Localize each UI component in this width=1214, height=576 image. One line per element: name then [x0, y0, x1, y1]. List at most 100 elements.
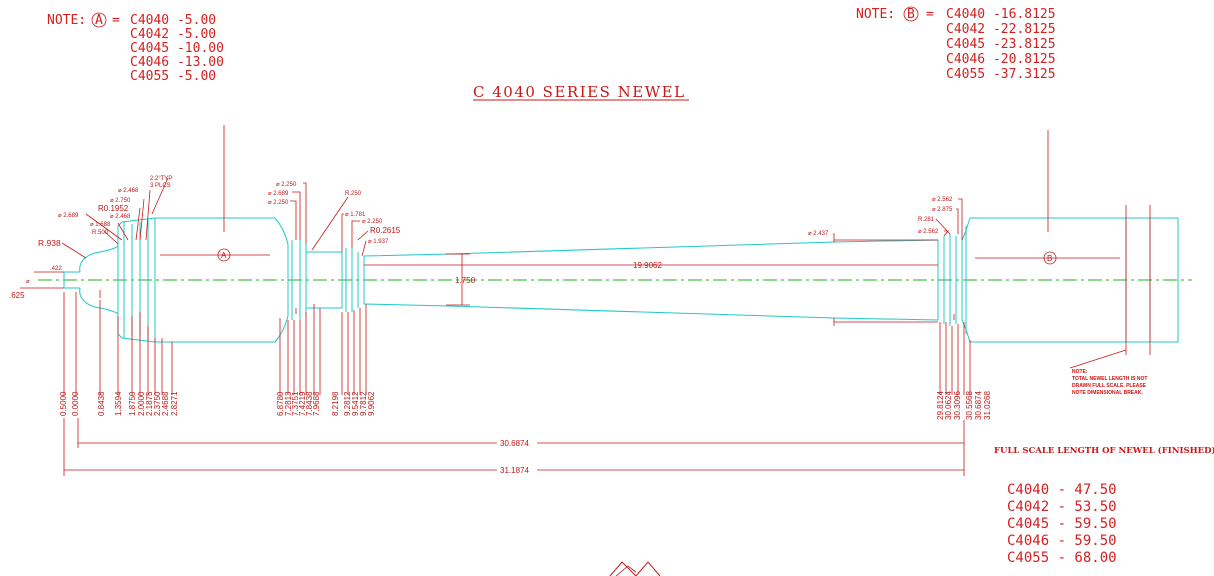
drawing-title: C 4040 SERIES NEWEL	[473, 83, 686, 101]
station-6-8780: 6.8780	[276, 391, 285, 416]
station-7-3751: 7.3751	[291, 391, 300, 416]
full-scale-line-4: C4046 - 59.50	[1007, 533, 1117, 549]
callout-r938-leader	[61, 242, 87, 259]
ball-top	[79, 221, 123, 273]
newel-profile	[63, 217, 1179, 343]
station-30-3096: 30.3096	[953, 391, 962, 420]
station-1-3594: 1.3594	[114, 391, 123, 416]
callout-plcs: 3 PLCS	[150, 183, 171, 189]
overall-inner-label-bg	[497, 437, 537, 448]
note-b-line-5: C4055 -37.3125	[946, 67, 1056, 82]
full-scale-line-5: C4055 - 68.00	[1007, 550, 1117, 566]
station-0-0000: 0.0000	[71, 391, 80, 416]
full-scale-line-3: C4045 - 59.50	[1007, 516, 1117, 532]
note-a-line-1: C4040 -5.00	[130, 13, 216, 28]
ball-bottom	[79, 287, 123, 339]
right-collars	[937, 226, 967, 334]
station-9-5412: 9.5412	[351, 391, 360, 416]
dim-phi: ⌀	[26, 279, 30, 285]
station-0-8438: 0.8438	[97, 391, 106, 416]
note-a-line-3: C4045 -10.00	[130, 41, 224, 56]
full-scale-table: FULL SCALE LENGTH OF NEWEL (FINISHED) C4…	[994, 445, 1214, 566]
callout-typ: 2.2°TYP	[150, 176, 172, 182]
middle-collars	[287, 240, 365, 320]
note-b-marker-circle	[903, 6, 919, 22]
note-a-line-2: C4042 -5.00	[130, 27, 216, 42]
bottom-break-mark	[609, 561, 661, 576]
overall-outer-label-bg	[497, 464, 537, 475]
note-a-marker-circle	[91, 12, 107, 28]
note-a-line-5: C4055 -5.00	[130, 69, 216, 84]
section-b-label: B	[1047, 254, 1052, 263]
callout-d2875: ⌀ 2.875	[932, 207, 953, 213]
warning-line-3: DRAWN FULL SCALE. PLEASE	[1072, 383, 1147, 389]
warning-line-2: TOTAL NEWEL LENGTH IS NOT	[1072, 376, 1147, 382]
section-a-label: A	[221, 251, 227, 260]
full-scale-line-2: C4042 - 53.50	[1007, 499, 1117, 515]
station-2-0000: 2.0000	[137, 391, 146, 416]
note-a-equals: =	[112, 13, 120, 28]
note-a-marker: A	[95, 13, 103, 28]
section-b-circle	[1043, 251, 1057, 265]
station-31-0268: 31.0268	[983, 391, 992, 420]
station-2-8271: 2.8271	[170, 391, 179, 416]
callout-d1688: ⌀ 1.688	[90, 222, 111, 228]
overall-dims: 30.6874 31.1874	[63, 418, 965, 476]
station-30-6874: 30.6874	[974, 391, 983, 420]
station-7-9688: 7.9688	[312, 391, 321, 416]
callout-d2250b: ⌀ 2.250	[268, 200, 289, 206]
note-a-line-4: C4046 -13.00	[130, 55, 224, 70]
callout-r938: R.938	[38, 238, 61, 248]
callout-d2750: ⌀ 2.750	[110, 198, 131, 204]
callout-d2468: ⌀ 2.468	[110, 214, 131, 220]
callout-d2437: ⌀ 2.437	[808, 231, 829, 237]
callout-d2250a: ⌀ 2.250	[276, 182, 297, 188]
callout-d2689: ⌀ 2.689	[58, 213, 79, 219]
section-markers: A B	[160, 125, 1120, 265]
note-b-line-4: C4046 -20.8125	[946, 52, 1056, 67]
warning-note: NOTE: TOTAL NEWEL LENGTH IS NOT DRAWN FU…	[1072, 369, 1147, 396]
station-9-2812: 9.2812	[343, 391, 352, 416]
station-2-1875: 2.1875	[145, 391, 154, 416]
callout-d1937: ⌀ 1.937	[368, 239, 389, 245]
callout-r500: R.500	[92, 230, 109, 236]
full-scale-title: FULL SCALE LENGTH OF NEWEL (FINISHED)	[994, 445, 1214, 456]
callout-r250-leader	[311, 196, 349, 251]
warning-leader	[1069, 349, 1127, 369]
station-30-5568: 30.5568	[965, 391, 974, 420]
station-7-2813: 7.2813	[284, 391, 293, 416]
left-callout-leaders	[85, 177, 169, 245]
station-dims: 0.5000 0.0000 0.8438 1.3594 1.8750 2.000…	[59, 391, 992, 420]
tapered-shaft	[363, 239, 939, 321]
callout-r250: R.250	[345, 191, 362, 197]
end-pin	[63, 271, 80, 289]
note-b: NOTE: B = C4040 -16.8125 C4042 -22.8125 …	[856, 6, 1056, 82]
station-leader-lines	[63, 292, 971, 395]
note-b-line-1: C4040 -16.8125	[946, 7, 1056, 22]
station-7-4219: 7.4219	[298, 391, 307, 416]
station-8-2198: 8.2198	[331, 391, 340, 416]
note-b-line-3: C4045 -23.8125	[946, 37, 1056, 52]
station-9-7812: 9.7812	[359, 391, 368, 416]
station-ticks	[99, 290, 955, 320]
right-callout-leaders	[935, 198, 963, 240]
callout-r01952: R0.1952	[98, 204, 129, 213]
note-b-label: NOTE:	[856, 7, 895, 22]
bottom-break-mark-inner	[615, 565, 637, 576]
section-a-circle	[217, 248, 231, 262]
dim-625: .625	[9, 291, 25, 300]
warning-line-4: NOTE DIMENSIONAL BREAK.	[1072, 390, 1143, 396]
station-9-9062: 9.9062	[367, 391, 376, 416]
left-collars	[117, 218, 156, 342]
callout-d2562b: ⌀ 2.562	[918, 229, 939, 235]
note-b-line-2: C4042 -22.8125	[946, 22, 1056, 37]
station-2-4688: 2.4688	[161, 391, 170, 416]
callout-d2689b: ⌀ 2.689	[268, 191, 289, 197]
note-a-label: NOTE:	[47, 13, 86, 28]
dim-199062: 19.9062	[633, 261, 662, 270]
station-30-0624: 30.0624	[944, 391, 953, 420]
block-a	[154, 217, 289, 343]
station-2-3750: 2.3750	[153, 391, 162, 416]
dim-422: .422	[50, 266, 62, 272]
overall-outer-label: 31.1874	[500, 466, 529, 475]
